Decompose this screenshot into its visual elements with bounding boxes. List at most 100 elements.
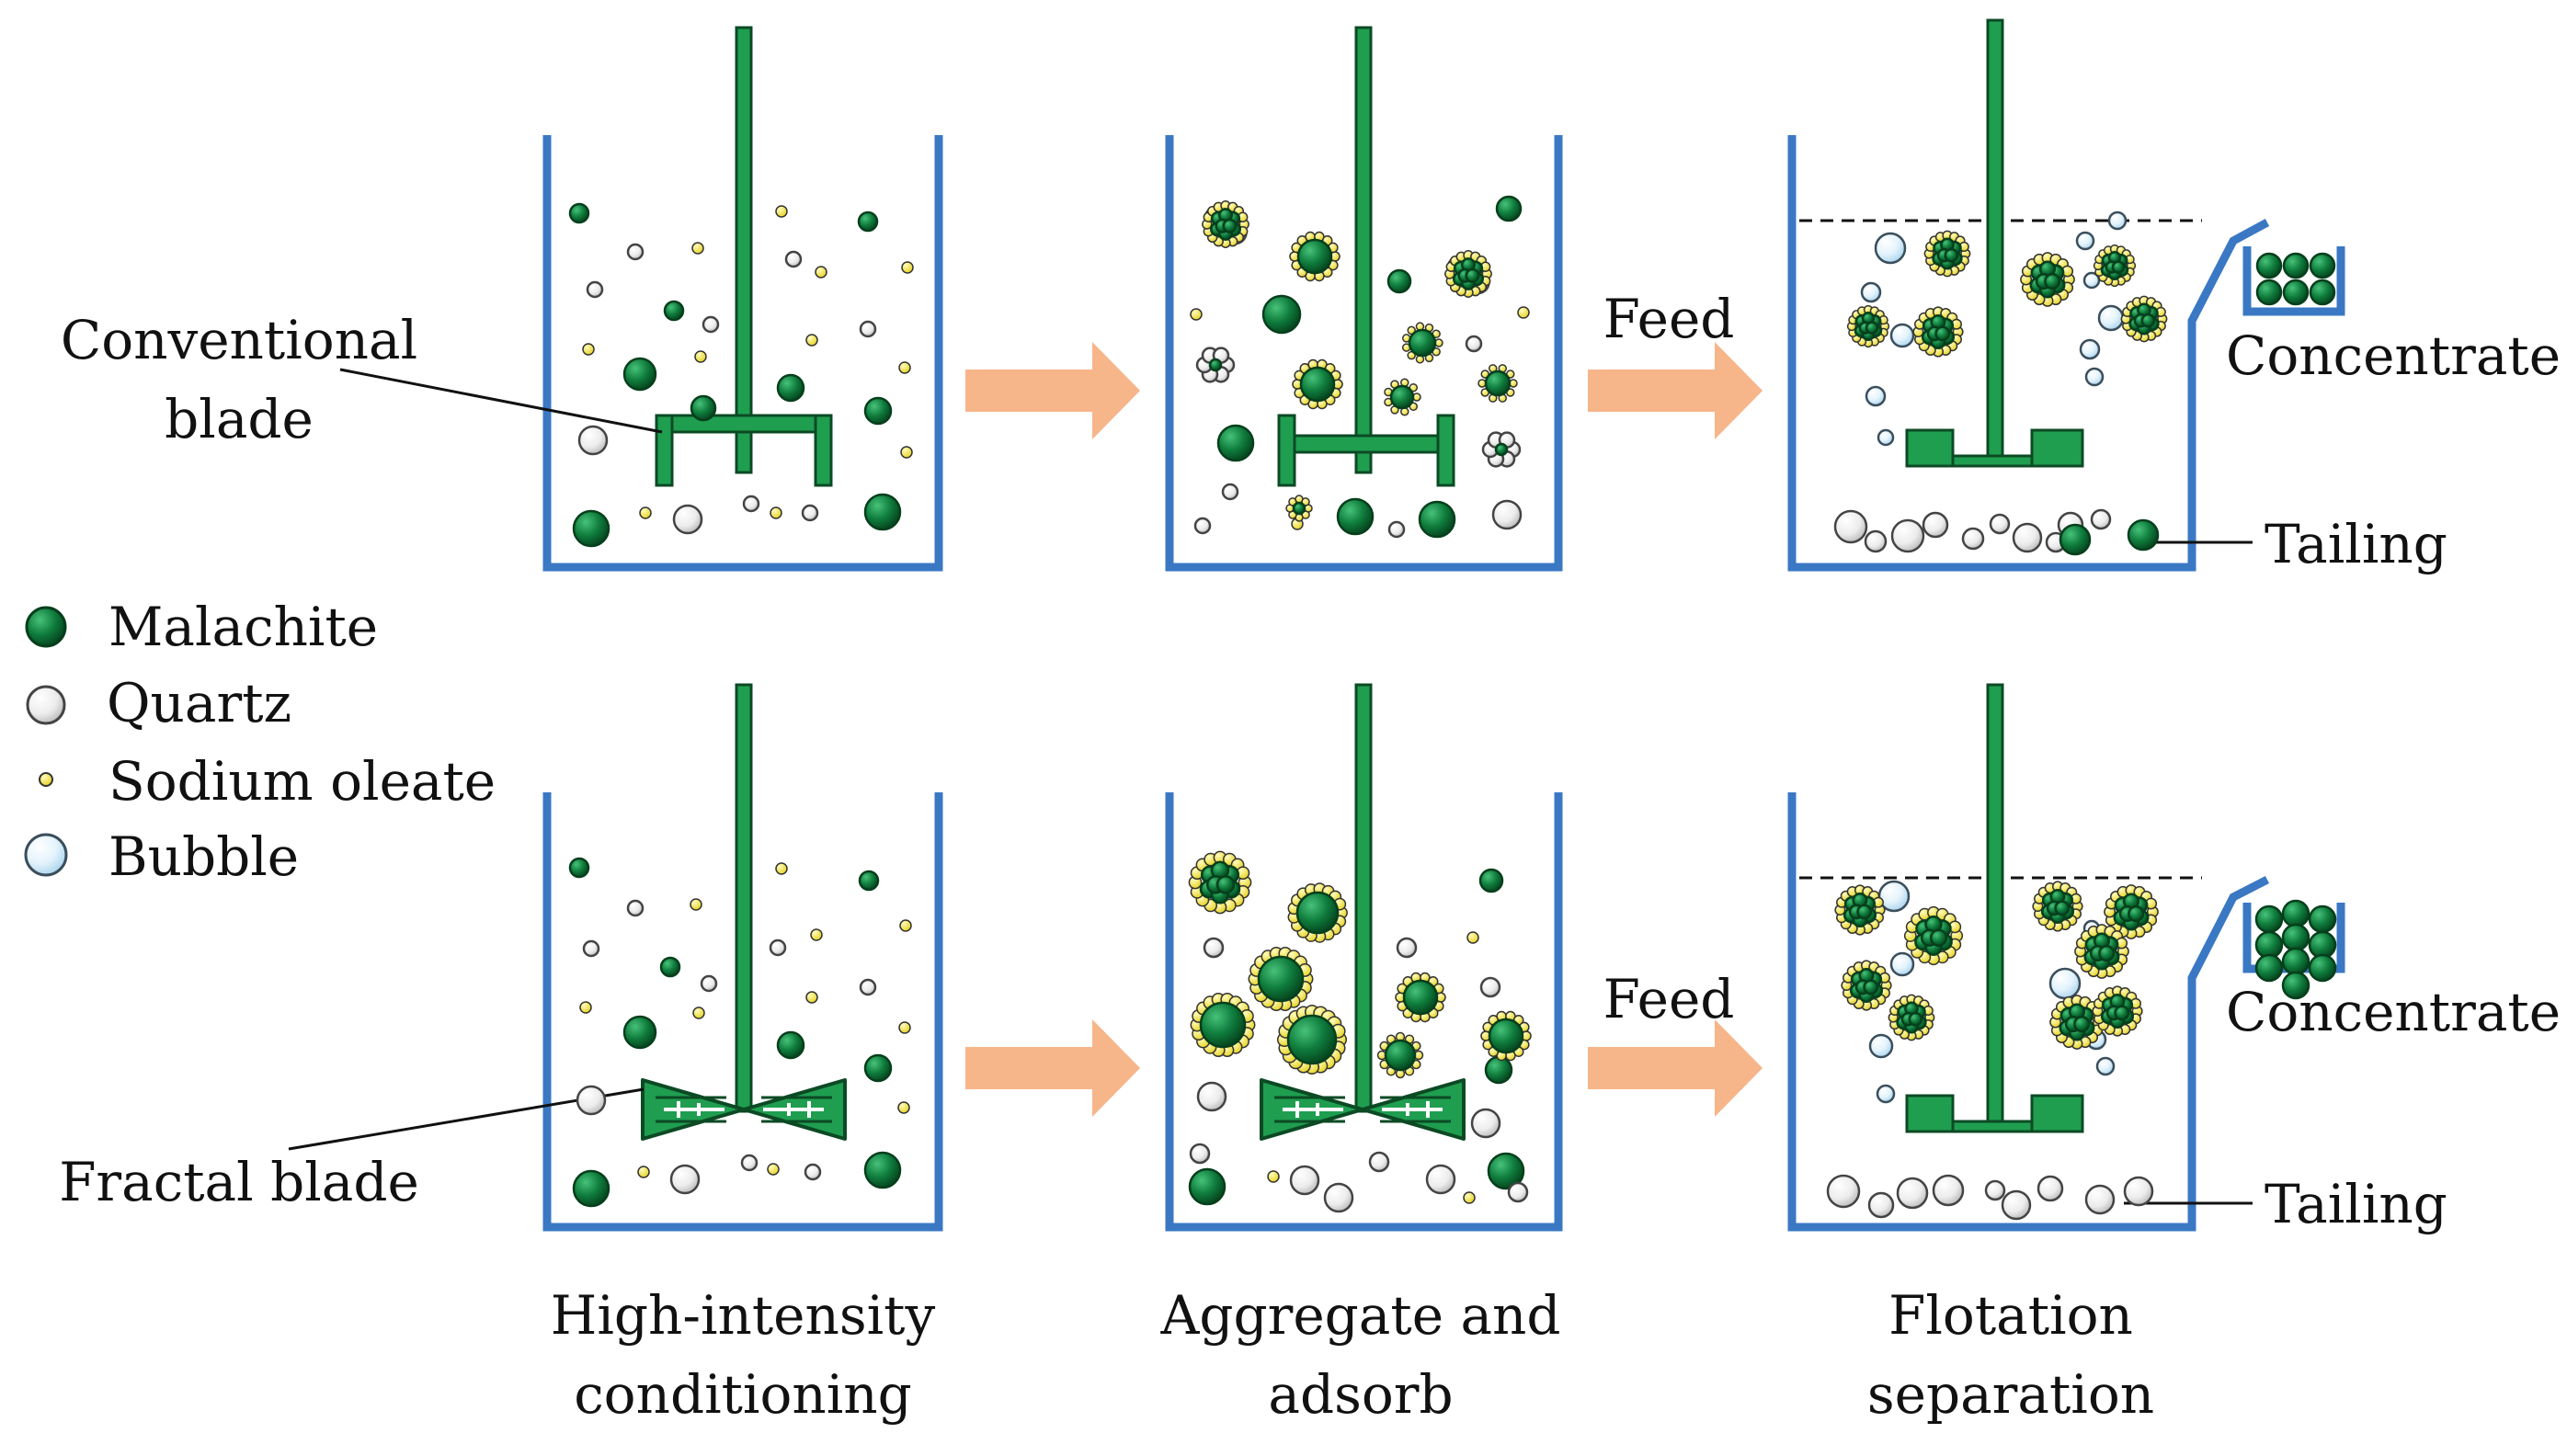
malachite-particle [1386, 268, 1412, 294]
malachite-particle [1487, 1152, 1525, 1190]
malachite-particle [776, 1030, 805, 1060]
malachite-particle [2309, 279, 2336, 306]
oleate-particle [898, 1021, 911, 1034]
malachite-particle [1188, 1167, 1226, 1206]
quartz-particle [1507, 1181, 1529, 1203]
legend-quartz-label: Quartz [107, 672, 291, 734]
quartz-particle [1984, 1179, 2006, 1201]
bubble-particle [1874, 232, 1907, 265]
malachite-particle [659, 956, 681, 978]
quartz-particle [740, 1154, 759, 1172]
quartz-particle [859, 978, 877, 996]
quartz-particle [669, 1164, 701, 1195]
quartz-particle [2123, 1176, 2154, 1207]
tank-top-1 [542, 135, 943, 572]
malachite-particle [568, 857, 590, 879]
quartz-particle [1323, 1182, 1354, 1213]
malachite-particle [1478, 868, 1504, 893]
stage-2-label-line2: adsorb [1268, 1363, 1453, 1426]
oleate-particle [805, 991, 818, 1004]
quartz-particle [1833, 509, 1868, 544]
concentrate-label-bottom: Concentrate [2226, 981, 2561, 1043]
legend-bubble-symbol [24, 833, 68, 877]
quartz-particle [577, 425, 609, 456]
quartz-particle [1826, 1174, 1861, 1209]
malachite-particle [1292, 501, 1306, 516]
stage-3-label-line2: separation [1867, 1363, 2154, 1426]
malachite-particle [2255, 252, 2283, 279]
malachite-particle [857, 210, 879, 233]
malachite-particle [663, 300, 685, 322]
concentrate-label-top: Concentrate [2226, 324, 2561, 387]
malachite-particle [2282, 252, 2310, 279]
quartz-particle [804, 1163, 822, 1181]
malachite-particle [1908, 1011, 1923, 1027]
quartz-particle [672, 504, 703, 535]
malachite-particle [1389, 384, 1415, 410]
arrow-bottom-2 [1588, 1019, 1763, 1117]
oleate-particle [694, 350, 707, 363]
tank-bottom-2-contents [1188, 850, 1532, 1213]
oleate-particle [582, 343, 595, 356]
fractal-blade-2 [1260, 1078, 1466, 1141]
process-arrows [965, 342, 1763, 1117]
malachite-particle [2054, 900, 2071, 916]
quartz-particle [1193, 517, 1212, 535]
malachite-particle [2281, 971, 2310, 1000]
quartz-particle [1961, 527, 1985, 551]
tank-top-1-contents [568, 202, 914, 548]
malachite-particle [1295, 891, 1340, 935]
quartz-particle [1896, 1177, 1929, 1210]
malachite-particle [1934, 325, 1951, 342]
quartz-particle [700, 974, 718, 993]
oleate-particle [639, 506, 652, 519]
quartz-particle [2036, 1175, 2064, 1202]
malachite-particle [2114, 1005, 2130, 1021]
bubble-particle [1865, 385, 1887, 407]
malachite-particle [2044, 273, 2061, 290]
oleate-particle [579, 1001, 592, 1014]
leader-lines [288, 368, 2253, 1205]
quartz-particle [1221, 483, 1239, 501]
malachite-particle [2098, 945, 2116, 962]
oleate-particle [775, 205, 788, 218]
bubble-particle [2082, 271, 2101, 290]
quartz-particle [702, 315, 720, 334]
malachite-particle [2128, 905, 2145, 923]
flotation-impeller-top [1905, 428, 2084, 468]
malachite-particle [1418, 500, 1456, 539]
bubble-particle [2084, 367, 2105, 387]
malachite-particle [568, 202, 590, 224]
quartz-particle [1203, 937, 1225, 959]
quartz-particle [1890, 518, 1925, 553]
malachite-particle [1494, 442, 1509, 457]
bubble-particle [2095, 1056, 2116, 1076]
malachite-particle [863, 493, 902, 531]
bubble-particle [1868, 1033, 1894, 1059]
arrow-top-1 [965, 342, 1140, 439]
malachite-particle [2308, 904, 2337, 934]
malachite-particle [1257, 955, 1305, 1003]
malachite-particle [622, 1015, 657, 1050]
malachite-particle [2281, 947, 2310, 976]
malachite-particle [2254, 953, 2284, 983]
malachite-particle [1863, 979, 1879, 995]
quartz-particle [769, 938, 787, 957]
conventional-blade-1 [655, 414, 833, 487]
quartz-particle [2001, 1189, 2032, 1221]
legend-malachite-label: Malachite [108, 596, 378, 658]
oleate-particle [1463, 1191, 1476, 1204]
malachite-particle [1929, 928, 1948, 947]
tank-top-2-contents [1190, 195, 1530, 539]
malachite-particle [1222, 218, 1238, 233]
malachite-particle [2309, 252, 2336, 279]
bubble-particle [1889, 951, 1915, 977]
malachite-particle [863, 1151, 902, 1189]
oleate-particle [1267, 1170, 1280, 1183]
feed-label-top: Feed [1603, 288, 1735, 350]
oleate-particle [767, 1163, 780, 1176]
oleate-particle [691, 242, 704, 255]
malachite-particle [863, 1053, 893, 1083]
malachite-particle [1384, 1039, 1417, 1072]
malachite-particle [2059, 523, 2092, 556]
